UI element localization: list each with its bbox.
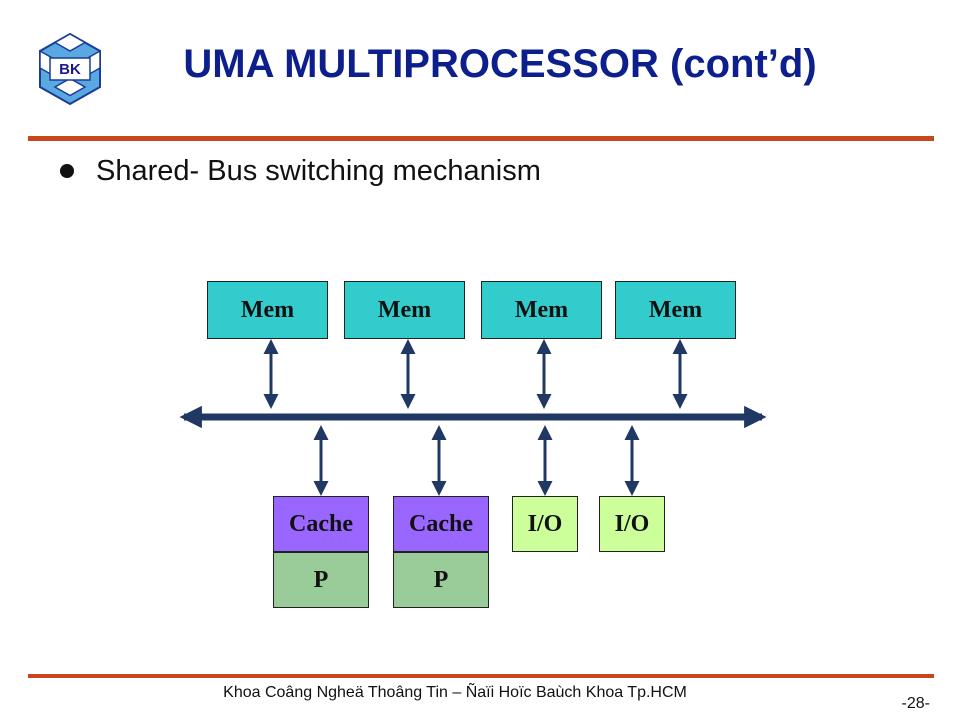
memory-box-3: Mem [481,281,602,339]
slide-title: UMA MULTIPROCESSOR (cont’d) [183,42,817,86]
bullet-dot [60,164,74,178]
memory-box-4: Mem [615,281,736,339]
memory-box-2: Mem [344,281,465,339]
memory-box-1: Mem [207,281,328,339]
io-box-1: I/O [512,496,578,552]
cache-box-2: Cache [393,496,489,552]
bk-logo-icon: BK [39,32,101,106]
processor-box-2: P [393,552,489,608]
title-divider [28,136,934,141]
page-number: -28- [901,695,930,712]
logo-text: BK [59,61,81,78]
bullet-text: Shared- Bus switching mechanism [96,155,541,187]
io-box-2: I/O [599,496,665,552]
processor-box-1: P [273,552,369,608]
footer-divider [28,674,934,678]
footer-text: Khoa Coâng Ngheä Thoâng Tin – Ñaïi Hoïc … [223,684,687,701]
cache-box-1: Cache [273,496,369,552]
